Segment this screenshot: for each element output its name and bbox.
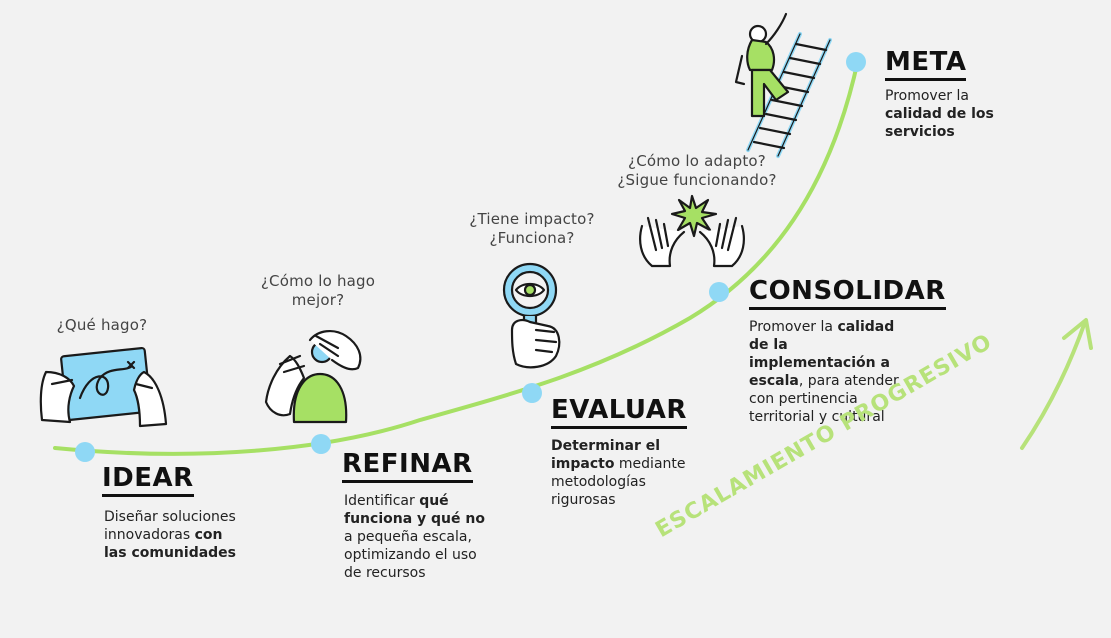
stage-title-meta: META — [885, 48, 967, 81]
stage-desc-consolidar: Promover la calidad de la implementación a… — [749, 318, 929, 426]
desc-segment: qué — [419, 493, 449, 509]
stage-title-idear: IDEAR — [102, 464, 194, 497]
stage-title-consolidar: CONSOLIDAR — [749, 277, 946, 310]
progress-arrow — [1020, 318, 1093, 450]
growth-curve — [53, 58, 860, 456]
stage-desc-evaluar: Determinar el impacto mediante metodología… — [551, 437, 721, 509]
desc-segment: impacto — [551, 456, 615, 472]
desc-segment: servicios — [885, 124, 955, 140]
desc-segment: funciona y qué no — [344, 511, 485, 527]
desc-segment: Determinar el — [551, 438, 661, 454]
question-consolidar: ¿Cómo lo adapto?¿Sigue funcionando? — [612, 152, 782, 190]
magnifier-eye-icon — [502, 262, 561, 369]
desc-segment: , para atender — [798, 373, 899, 389]
desc-segment: territorial y cultural — [749, 409, 885, 425]
question-line: ¿Qué hago? — [56, 316, 148, 334]
question-line: ¿Sigue funcionando? — [617, 171, 777, 189]
desc-segment: optimizando el uso — [344, 547, 477, 563]
stage-dot-meta — [846, 52, 866, 72]
desc-segment: Promover la — [885, 88, 969, 104]
stage-desc-refinar: Identificar qué funciona y qué no a pequeñ… — [344, 492, 514, 582]
question-line: mejor? — [291, 291, 345, 309]
person-climbing-ladder-icon — [734, 12, 832, 158]
desc-segment: innovadoras — [104, 527, 195, 543]
tablet-map-icon — [39, 346, 168, 428]
question-evaluar: ¿Tiene impacto?¿Funciona? — [462, 210, 602, 248]
desc-segment: mediante — [614, 456, 686, 472]
desc-segment: metodologías — [551, 474, 646, 490]
desc-segment: Diseñar soluciones — [104, 509, 236, 525]
stage-dot-consolidar — [709, 282, 729, 302]
question-idear: ¿Qué hago? — [52, 316, 152, 335]
stage-dot-refinar — [311, 434, 331, 454]
desc-segment: de recursos — [344, 565, 426, 581]
stage-desc-idear: Diseñar soluciones innovadoras con las co… — [104, 508, 274, 562]
desc-segment: de la — [749, 337, 788, 353]
question-line: ¿Funciona? — [489, 229, 575, 247]
desc-segment: con pertinencia — [749, 391, 858, 407]
desc-segment: rigurosas — [551, 492, 616, 508]
question-line: ¿Cómo lo hago — [260, 272, 376, 290]
desc-segment: las comunidades — [104, 545, 237, 561]
question-line: ¿Cómo lo adapto? — [628, 152, 766, 170]
desc-segment: con — [194, 527, 223, 543]
desc-segment: escala — [749, 373, 799, 389]
stage-dot-evaluar — [522, 383, 542, 403]
hands-star-icon — [639, 194, 745, 268]
desc-segment: Promover la — [749, 319, 838, 335]
desc-segment: calidad — [837, 319, 895, 335]
desc-segment: Identificar — [344, 493, 420, 509]
desc-segment: a pequeña escala, — [344, 529, 472, 545]
question-line: ¿Tiene impacto? — [469, 210, 595, 228]
stage-desc-meta: Promover la calidad de los servicios — [885, 87, 1045, 141]
desc-segment: calidad de los — [885, 106, 994, 122]
desc-segment: implementación a — [749, 355, 890, 371]
stage-title-evaluar: EVALUAR — [551, 396, 687, 429]
stage-dot-idear — [75, 442, 95, 462]
hands-sculpting-icon — [264, 330, 362, 424]
stage-title-refinar: REFINAR — [342, 450, 473, 483]
